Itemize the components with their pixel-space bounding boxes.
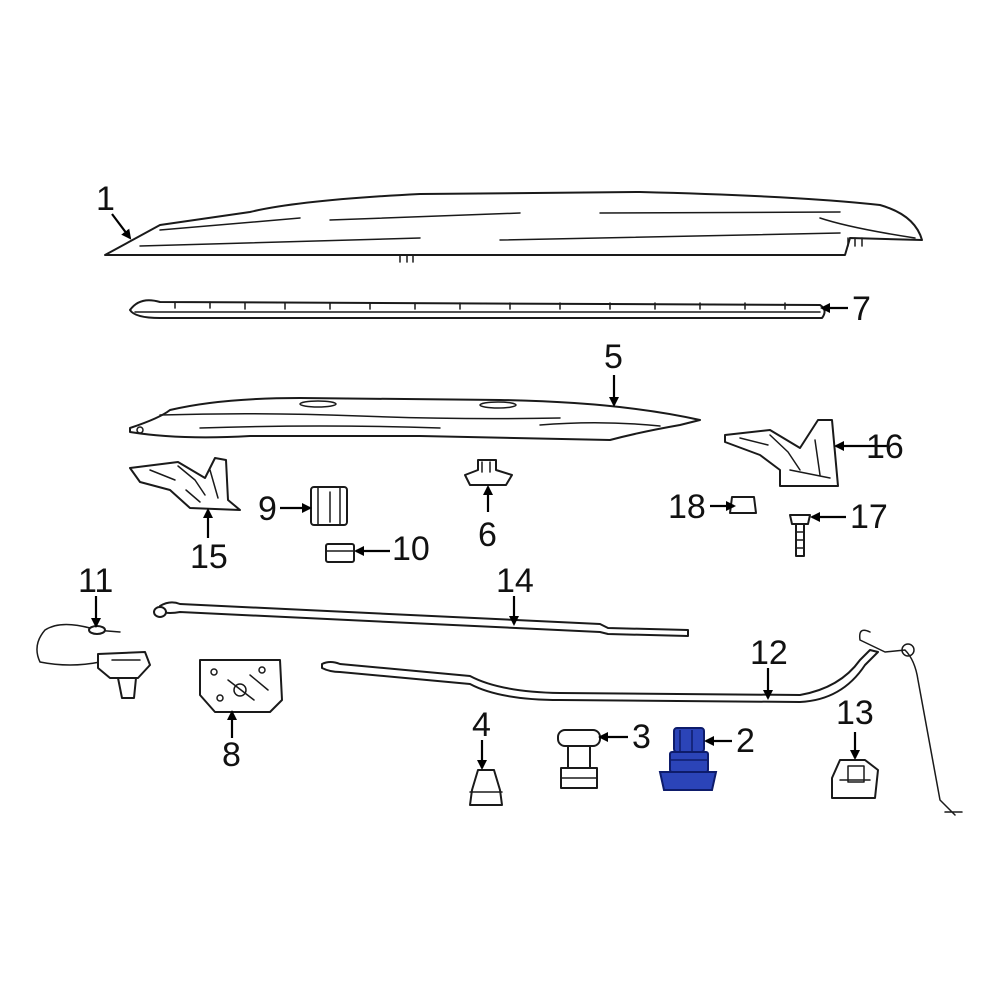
- part-2-mid: [669, 751, 709, 773]
- callout-1: 1: [96, 180, 115, 218]
- part-13-connector[interactable]: [831, 759, 879, 799]
- part-14-cable[interactable]: [153, 601, 689, 637]
- part-12-release-cable[interactable]: [321, 629, 963, 816]
- callout-2: 2: [736, 722, 755, 760]
- callout-14: 14: [496, 562, 534, 600]
- part-17-bolt[interactable]: [789, 514, 811, 557]
- part-8-hood-latch[interactable]: [199, 659, 283, 713]
- part-2-highlighted[interactable]: [658, 727, 718, 791]
- part-10-clip[interactable]: [325, 543, 355, 563]
- callout-8: 8: [222, 736, 241, 774]
- callout-6: 6: [478, 516, 497, 554]
- callout-7: 7: [852, 290, 871, 328]
- leader-lines: [91, 213, 888, 770]
- part-5-hood-insulator[interactable]: [129, 397, 701, 441]
- callout-13: 13: [836, 694, 874, 732]
- callout-17: 17: [850, 498, 888, 536]
- callout-labels: 1 7 5 16 15 9 10 6 18 17 11 14 12 8 4 3 …: [78, 180, 904, 774]
- callout-10: 10: [392, 530, 430, 568]
- callout-16: 16: [866, 428, 904, 466]
- callout-3: 3: [632, 718, 651, 756]
- part-4-bumper[interactable]: [469, 769, 503, 806]
- callout-11: 11: [78, 562, 113, 600]
- callout-4: 4: [472, 706, 491, 744]
- callout-15: 15: [190, 538, 228, 576]
- part-6-bumper[interactable]: [464, 459, 513, 486]
- part-16-hood-hinge-right[interactable]: [724, 419, 839, 487]
- part-7-hood-seal[interactable]: [129, 299, 826, 319]
- callout-5: 5: [604, 338, 623, 376]
- part-3-adjuster[interactable]: [557, 729, 601, 789]
- part-15-hood-hinge-left[interactable]: [129, 457, 241, 511]
- callout-18: 18: [668, 488, 706, 526]
- part-2-base: [658, 771, 718, 791]
- part-1-hood-panel[interactable]: [104, 191, 923, 263]
- part-2-top: [673, 727, 705, 753]
- callout-9: 9: [258, 490, 277, 528]
- part-11-release-handle[interactable]: [36, 623, 151, 699]
- callout-12: 12: [750, 634, 788, 672]
- part-9-retainer[interactable]: [310, 486, 348, 526]
